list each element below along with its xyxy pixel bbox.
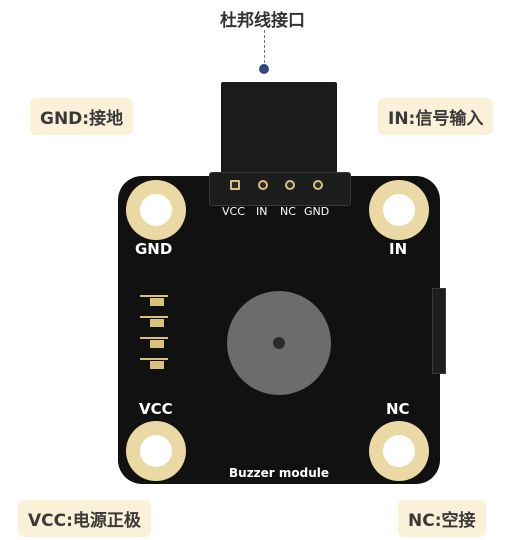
pad-label-gnd: GND xyxy=(135,240,173,258)
buzzer-sound-hole xyxy=(273,337,285,349)
pin-gnd xyxy=(313,180,323,190)
module-name: Buzzer module xyxy=(229,466,330,480)
pin-in xyxy=(258,180,268,190)
tag-nc: NC:空接 xyxy=(398,500,486,537)
pad-nc xyxy=(369,421,429,481)
pin-vcc xyxy=(230,180,240,190)
tag-vcc: VCC:电源正极 xyxy=(18,500,151,537)
pad-label-nc: NC xyxy=(386,400,410,418)
pointer-dot xyxy=(259,64,269,74)
pad-label-in: IN xyxy=(389,240,408,258)
pin-nc xyxy=(285,180,295,190)
pointer-line xyxy=(264,30,265,68)
pad-in xyxy=(369,180,429,240)
tag-in: IN:信号输入 xyxy=(378,98,494,135)
connector-caption: 杜邦线接口 xyxy=(220,11,305,31)
pin-label-in: IN xyxy=(256,205,268,218)
pad-label-vcc: VCC xyxy=(139,400,173,418)
edge-trace-3 xyxy=(140,337,168,339)
edge-trace-4 xyxy=(140,358,168,360)
edge-contact-1 xyxy=(150,298,164,306)
pin-label-gnd: GND xyxy=(304,205,330,218)
edge-contact-2 xyxy=(150,319,164,327)
edge-trace-1 xyxy=(140,295,168,297)
dupont-connector xyxy=(221,82,337,176)
pin-label-vcc: VCC xyxy=(222,205,245,218)
edge-contact-4 xyxy=(150,361,164,369)
edge-contact-3 xyxy=(150,340,164,348)
side-connector xyxy=(432,288,446,374)
pad-gnd xyxy=(126,180,186,240)
pad-vcc xyxy=(126,421,186,481)
tag-gnd: GND:接地 xyxy=(30,98,134,135)
pin-label-nc: NC xyxy=(280,205,296,218)
edge-trace-2 xyxy=(140,316,168,318)
